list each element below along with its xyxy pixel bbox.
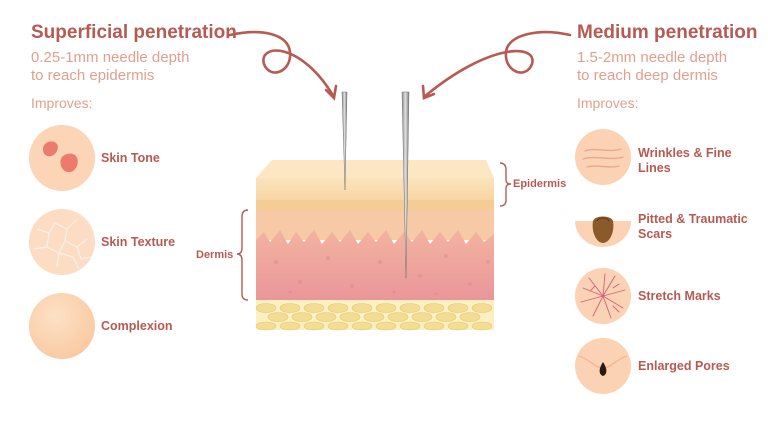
left-title: Superficial penetration: [31, 22, 237, 43]
complexion-label: Complexion: [101, 319, 173, 333]
dermis-label: Dermis: [196, 249, 234, 261]
right-curved-arrow: [422, 30, 572, 99]
scars-icon: [575, 216, 631, 247]
wrinkles-icon: [575, 129, 631, 185]
short-needle: [341, 91, 348, 191]
fat-cells: [255, 303, 493, 331]
right-subtitle-line1: 1.5-2mm needle depth: [577, 49, 728, 66]
left-arrow-head: [324, 84, 338, 101]
wrinkles-label: Wrinkles & Fine Lines: [638, 146, 732, 175]
right-subtitle-line2: to reach deep dermis: [577, 67, 718, 84]
right-arrow-head: [421, 84, 436, 100]
dermis-bracket: [236, 209, 249, 301]
skin-texture-label: Skin Texture: [101, 235, 176, 249]
right-title: Medium penetration: [577, 22, 758, 43]
epidermis-bracket: [499, 162, 512, 207]
epidermis-label: Epidermis: [513, 178, 567, 190]
left-subtitle-line1: 0.25-1mm needle depth: [31, 49, 190, 66]
pores-icon: [575, 338, 631, 394]
pores-label: Enlarged Pores: [638, 359, 730, 373]
epidermis-top-face: [256, 160, 494, 178]
stretch-marks-icon: [575, 268, 631, 324]
skin-tone-label: Skin Tone: [101, 151, 160, 165]
dermis-dots: [274, 254, 490, 296]
scars-label: Pitted & Traumatic Scars: [638, 212, 748, 241]
skin-texture-icon: [29, 209, 95, 275]
left-improves-label: Improves:: [31, 95, 93, 111]
stretch-marks-label: Stretch Marks: [638, 289, 721, 303]
right-improves-label: Improves:: [577, 95, 639, 111]
complexion-icon: [29, 293, 95, 359]
left-subtitle-line2: to reach epidermis: [31, 67, 155, 84]
left-curved-arrow: [228, 30, 336, 99]
long-needle: [401, 91, 410, 279]
epidermis-band: [256, 200, 494, 210]
skin-tone-icon: [29, 125, 95, 191]
dermis-layer: [256, 230, 494, 300]
